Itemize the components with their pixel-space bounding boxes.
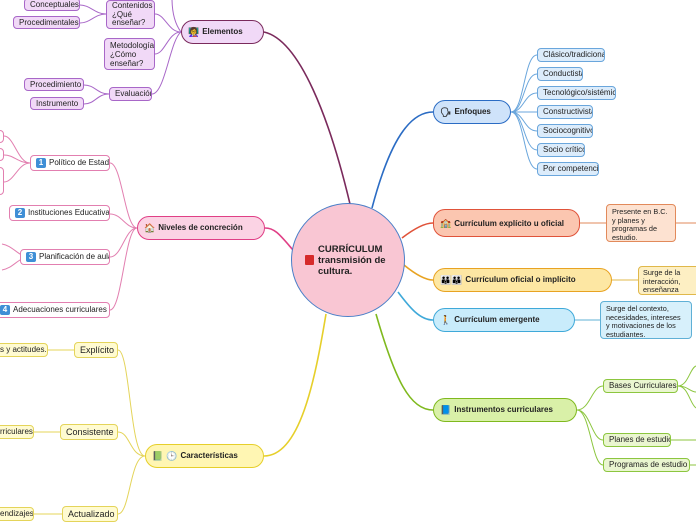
explicito-detail[interactable]: s y actitudes. bbox=[0, 343, 48, 357]
subtopic-bases-curriculares[interactable]: Bases Curriculares bbox=[603, 379, 678, 393]
topic-curriculum-explicito[interactable]: 🏫 Currículum explícito u oficial bbox=[433, 209, 580, 237]
enfoque-item[interactable]: Clásico/tradicional bbox=[537, 48, 605, 62]
subtopic-procedimentales[interactable]: Procedimentales bbox=[13, 16, 80, 29]
number-3-icon: 3 bbox=[26, 252, 36, 262]
actualizado-detail[interactable]: endizajes bbox=[0, 507, 34, 521]
emergente-note[interactable]: Surge del contexto, necesidades, interes… bbox=[600, 301, 692, 339]
topic-niveles-concrecion[interactable]: 🏠 Niveles de concreción bbox=[137, 216, 265, 240]
teacher-icon: 👩‍🏫 bbox=[188, 27, 200, 37]
subtopic-conceptuales[interactable]: Conceptuales bbox=[24, 0, 80, 11]
number-1-icon: 1 bbox=[36, 158, 46, 168]
number-2-icon: 2 bbox=[15, 208, 25, 218]
red-book-icon bbox=[305, 255, 314, 265]
explicito-note[interactable]: Presente en B.C. y planes y programas de… bbox=[606, 204, 676, 242]
subtopic-planes-estudio[interactable]: Planes de estudio bbox=[603, 433, 671, 447]
central-topic-label: CURRÍCULUM transmisión de cultura. bbox=[318, 243, 386, 277]
subtopic-contenidos[interactable]: Contenidos ¿Qué enseñar? bbox=[106, 0, 155, 29]
green-book-icon: 📗 bbox=[152, 451, 164, 461]
subtopic-procedimiento[interactable]: Procedimiento bbox=[24, 78, 84, 91]
enfoque-item[interactable]: Socio crítico bbox=[537, 143, 585, 157]
school-icon: 🏫 bbox=[440, 218, 452, 228]
implicito-note[interactable]: Surge de la interacción, enseñanza indir… bbox=[638, 266, 696, 295]
consistente-detail[interactable]: rriculares bbox=[0, 425, 34, 439]
central-topic[interactable]: CURRÍCULUM transmisión de cultura. bbox=[291, 203, 405, 317]
speaking-head-icon: 🗣 bbox=[440, 107, 452, 117]
subtopic-evaluacion[interactable]: Evaluación bbox=[109, 87, 152, 101]
connector-niveles bbox=[264, 227, 294, 251]
nivel-1-child-clipped[interactable] bbox=[0, 148, 4, 161]
connector-caracteristicas bbox=[263, 313, 327, 457]
connector-explicito bbox=[401, 222, 434, 239]
connector-elementos bbox=[263, 31, 351, 205]
subtopic-metodologia[interactable]: Metodología ¿Cómo enseñar? bbox=[104, 38, 155, 70]
nivel-1-child-clipped[interactable] bbox=[0, 130, 4, 143]
enfoque-item[interactable]: Sociocognitivo bbox=[537, 124, 593, 138]
subtopic-programas-estudio[interactable]: Programas de estudio bbox=[603, 458, 690, 472]
topic-elementos[interactable]: 👩‍🏫 Elementos bbox=[181, 20, 264, 44]
blue-book-icon: 📘 bbox=[440, 405, 452, 415]
connector-emergente bbox=[397, 291, 434, 321]
subtopic-explicito[interactable]: Explícito bbox=[74, 342, 118, 358]
topic-instrumentos-curriculares[interactable]: 📘 Instrumentos curriculares bbox=[433, 398, 577, 422]
topic-curriculum-emergente[interactable]: 🚶 Currículum emergente bbox=[433, 308, 575, 332]
enfoque-item[interactable]: Tecnológico/sistémico bbox=[537, 86, 616, 100]
connector-instrumentos bbox=[375, 313, 434, 411]
enfoque-item[interactable]: Constructivista bbox=[537, 105, 593, 119]
walking-person-icon: 🚶 bbox=[440, 315, 452, 325]
topic-elementos-label: Elementos bbox=[202, 27, 243, 36]
subtopic-consistente[interactable]: Consistente bbox=[60, 424, 118, 440]
subtopic-instrumento[interactable]: Instrumento bbox=[30, 97, 84, 110]
clock-icon: 🕒 bbox=[166, 451, 178, 461]
nivel-1-child-clipped[interactable] bbox=[0, 167, 4, 195]
number-4-icon: 4 bbox=[0, 305, 10, 315]
topic-enfoques[interactable]: 🗣 Enfoques bbox=[433, 100, 511, 124]
family-icon: 👪👪 bbox=[440, 275, 463, 285]
topic-caracteristicas[interactable]: 📗 🕒 Características bbox=[145, 444, 264, 468]
topic-curriculum-implicito[interactable]: 👪👪 Currículum oficial o implícito bbox=[433, 268, 612, 292]
enfoque-item[interactable]: Conductista bbox=[537, 67, 583, 81]
enfoque-item[interactable]: Por competencia bbox=[537, 162, 599, 176]
house-icon: 🏠 bbox=[144, 223, 156, 233]
connector-enfoques bbox=[371, 111, 434, 209]
connector-implicito bbox=[403, 264, 434, 281]
